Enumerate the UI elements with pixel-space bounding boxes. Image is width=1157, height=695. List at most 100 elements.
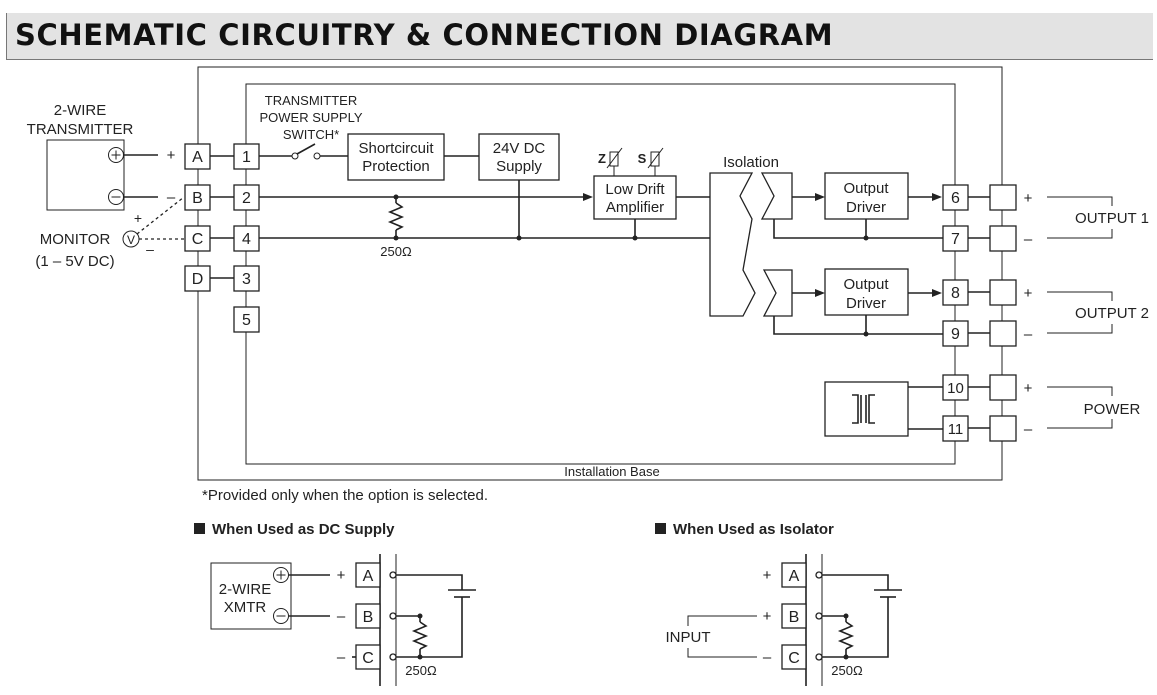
svg-text:A: A	[363, 568, 374, 585]
svg-text:7: 7	[951, 231, 960, 248]
svg-text:+: +	[134, 210, 142, 226]
dc-terminal-A: A	[355, 562, 381, 588]
svg-text:9: 9	[951, 326, 960, 343]
terminal-outer-D: D	[184, 265, 211, 292]
svg-text:A: A	[192, 149, 203, 166]
svg-text:C: C	[362, 650, 374, 667]
zero-trim-icon	[606, 147, 623, 169]
iso-terminal-C: C	[781, 644, 807, 670]
output-2-label: OUTPUT 2	[1075, 305, 1149, 322]
dc-supply-label-line1: 24V DC	[493, 140, 546, 157]
terminal-7: 7	[942, 225, 969, 252]
svg-text:4: 4	[242, 231, 251, 248]
isolation-right-block-2	[762, 269, 793, 317]
terminal-inner-4: 4	[233, 225, 260, 252]
driver2-label-line1: Output	[843, 276, 889, 293]
driver1-label-line2: Driver	[846, 199, 886, 216]
span-trim-label: S	[638, 151, 647, 166]
iso-resistor-value: 250Ω	[831, 663, 863, 678]
dc-supply-label-line2: Supply	[496, 158, 542, 175]
terminal-10: 10	[942, 374, 969, 401]
xmtr-box	[210, 562, 292, 630]
minus-terminal-icon	[108, 189, 124, 205]
battery-icon	[874, 589, 902, 598]
zero-trim-label: Z	[598, 151, 606, 166]
transmitter-box	[46, 139, 125, 211]
amplifier-label-line2: Amplifier	[606, 199, 664, 216]
terminal-6: 6	[942, 184, 969, 211]
svg-text:B: B	[363, 609, 374, 626]
terminal-outer-B: B	[184, 184, 211, 211]
square-bullet-icon	[655, 523, 666, 534]
svg-text:5: 5	[242, 312, 251, 329]
terminal-inner-3: 3	[233, 265, 260, 292]
svg-text:–: –	[763, 649, 772, 666]
terminal-inner-1: 1	[233, 143, 260, 170]
resistor-250-icon	[387, 194, 405, 241]
arrow-icon	[583, 193, 593, 201]
installation-base-label: Installation Base	[564, 464, 659, 479]
plus-terminal-icon	[108, 147, 124, 163]
output-1-label: OUTPUT 1	[1075, 210, 1149, 227]
terminal-inner-2: 2	[233, 184, 260, 211]
svg-text:3: 3	[242, 271, 251, 288]
svg-text:2: 2	[242, 190, 251, 207]
svg-text:+: +	[1024, 380, 1033, 397]
resistor-value: 250Ω	[380, 244, 412, 259]
svg-text:8: 8	[951, 285, 960, 302]
amplifier-label-line1: Low Drift	[605, 181, 665, 198]
shortcircuit-label-line2: Protection	[362, 158, 430, 175]
svg-text:+: +	[1024, 190, 1033, 207]
svg-text:–: –	[1024, 421, 1033, 438]
option-footnote: *Provided only when the option is select…	[202, 487, 488, 504]
shortcircuit-label-line1: Shortcircuit	[358, 140, 434, 157]
svg-text:A: A	[789, 568, 800, 585]
header-bar: SCHEMATIC CIRCUITRY & CONNECTION DIAGRAM	[6, 13, 1153, 60]
driver1-label-line1: Output	[843, 180, 889, 197]
svg-text:–: –	[1024, 231, 1033, 248]
svg-text:+: +	[337, 567, 346, 584]
dc-resistor-icon	[411, 616, 429, 657]
driver2-label-line2: Driver	[846, 295, 886, 312]
iso-terminal-A: A	[781, 562, 807, 588]
transformer-icon	[852, 394, 875, 424]
output-driver-1-block	[824, 172, 909, 220]
square-bullet-icon	[194, 523, 205, 534]
dc-supply-heading: When Used as DC Supply	[212, 521, 395, 538]
battery-icon	[448, 589, 476, 598]
low-drift-amplifier-block	[593, 175, 677, 220]
plus-terminal-icon	[273, 567, 289, 583]
switch-label-line2: POWER SUPPLY	[259, 110, 362, 125]
terminal-outer-A: A	[184, 143, 211, 170]
iso-resistor-icon	[837, 616, 855, 657]
input-label: INPUT	[666, 629, 711, 646]
dc-terminal-C: C	[355, 644, 381, 670]
monitor-label: MONITOR	[40, 231, 111, 248]
output-driver-2-block	[824, 268, 909, 316]
terminal-9: 9	[942, 320, 969, 347]
iso-terminal-B: B	[781, 603, 807, 629]
svg-text:–: –	[167, 189, 176, 206]
terminal-inner-5: 5	[233, 306, 260, 333]
dc-terminal-B: B	[355, 603, 381, 629]
power-label: POWER	[1084, 401, 1141, 418]
page-title: SCHEMATIC CIRCUITRY & CONNECTION DIAGRAM	[15, 18, 834, 52]
svg-text:V: V	[127, 233, 135, 247]
voltmeter-icon: V	[122, 230, 140, 248]
minus-terminal-icon	[273, 608, 289, 624]
isolator-heading: When Used as Isolator	[673, 521, 834, 538]
svg-text:C: C	[788, 650, 800, 667]
switch-icon	[291, 143, 321, 160]
svg-text:–: –	[337, 649, 346, 666]
transmitter-label-line1: 2-WIRE	[54, 102, 107, 119]
svg-text:–: –	[337, 608, 346, 625]
svg-text:11: 11	[948, 421, 964, 438]
monitor-range: (1 – 5V DC)	[35, 253, 114, 270]
svg-text:+: +	[763, 567, 772, 584]
xmtr-label-line1: 2-WIRE	[219, 581, 272, 598]
transmitter-label-line2: TRANSMITTER	[27, 121, 134, 138]
svg-text:+: +	[763, 608, 772, 625]
svg-text:D: D	[192, 271, 204, 288]
svg-text:6: 6	[951, 190, 960, 207]
